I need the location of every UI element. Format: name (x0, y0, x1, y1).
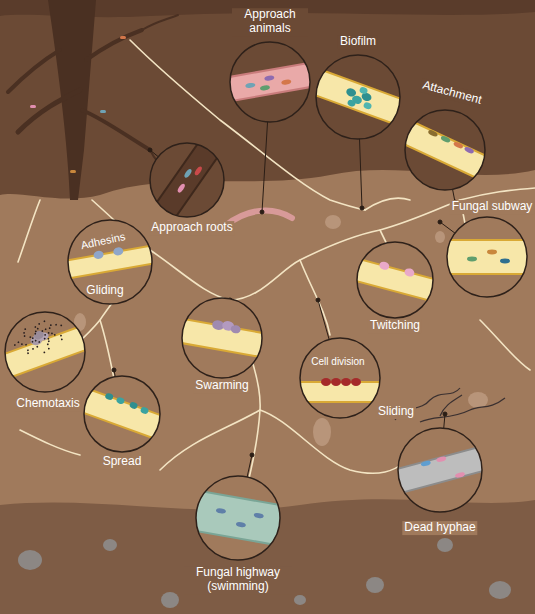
inset-circle: Fungal subway (447, 217, 527, 297)
inset-circle: Chemotaxis (5, 312, 85, 392)
inset-illustration (405, 110, 485, 190)
inset-caption: Dead hyphae (402, 521, 477, 535)
inset-illustration (230, 42, 310, 122)
inset-circle: Dead hyphae (398, 428, 482, 512)
inset-circle: AdhesinsGliding (68, 220, 152, 304)
inset-caption: Fungal subway (450, 200, 535, 214)
inset-illustration (182, 298, 262, 378)
inset-circle: Fungal highway (swimming) (196, 476, 280, 560)
inset-caption: Approach animals (232, 8, 308, 36)
inset-caption: Swarming (193, 379, 250, 393)
inset-illustration (316, 55, 400, 139)
inset-circle: Biofilm (316, 55, 400, 139)
inset-circle: Spread (84, 376, 160, 452)
inset-illustration (447, 217, 527, 297)
inset-caption: Spread (101, 455, 144, 469)
inset-caption: Chemotaxis (14, 397, 81, 411)
inset-text: Cell division (309, 356, 366, 368)
inset-illustration (150, 143, 224, 217)
inset-circle: Approach roots (150, 143, 224, 217)
inset-illustration (5, 312, 85, 392)
inset-illustration (196, 476, 280, 560)
inset-illustration (300, 338, 380, 418)
inset-circle: Approach animals (230, 42, 310, 122)
inset-circle: Twitching (357, 242, 433, 318)
inset-circle: Attachment (405, 110, 485, 190)
inset-illustration (84, 376, 160, 452)
inset-caption: Biofilm (338, 35, 378, 49)
inset-caption: Twitching (368, 319, 422, 333)
inset-circle: Swarming (182, 298, 262, 378)
inset-illustration (398, 428, 482, 512)
inset-circle: Cell divisionSliding (300, 338, 380, 418)
inset-illustration (357, 242, 433, 318)
inset-caption: Sliding (376, 405, 416, 419)
inset-text: Gliding (84, 284, 125, 298)
inset-caption: Fungal highway (swimming) (184, 566, 292, 594)
inset-caption: Approach roots (149, 221, 234, 235)
